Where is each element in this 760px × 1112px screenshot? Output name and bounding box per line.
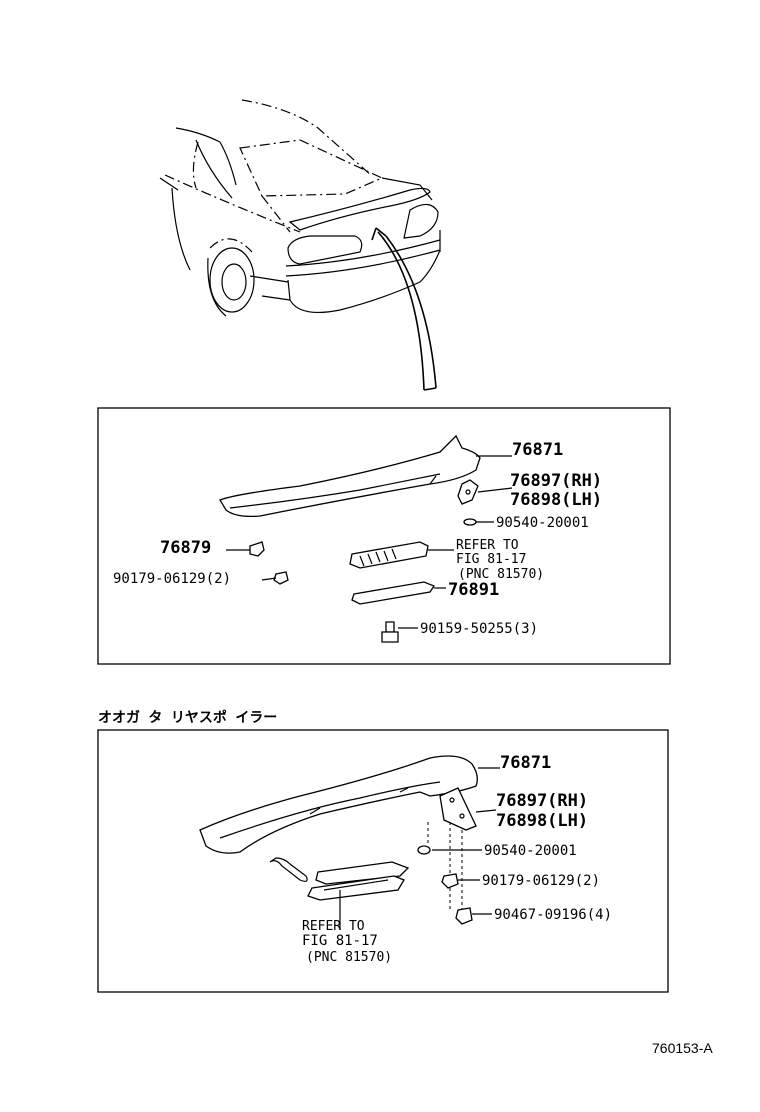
label-b-washer: 90540-20001 [484,843,577,859]
section-a-drawings [219,434,481,643]
refer-line-2: FIG 81-17 [456,552,526,567]
refer-b-line-1: REFER TO [302,919,365,934]
label-spoiler: 76871 [512,440,563,460]
section-b-drawings [199,755,478,925]
label-b-clip: 90467-09196(4) [494,907,612,923]
label-bolt: 90159-50255(3) [420,621,538,637]
washer [463,518,477,526]
label-b-spoiler: 76871 [500,753,551,773]
cushion [249,541,265,557]
label-washer: 90540-20001 [496,515,589,531]
refer-line-3: (PNC 81570) [458,567,544,582]
refer-b-line-3: (PNC 81570) [306,950,392,965]
rear-spoiler-large [199,755,478,854]
label-b-bracket-rh: 76897(RH) [496,791,588,811]
high-mount-lamp-b [315,861,410,885]
label-bracket-rh: 76897(RH) [510,471,602,491]
refer-b-line-2: FIG 81-17 [302,933,378,949]
lamp-wire [269,857,308,882]
high-mount-lamp [349,541,429,569]
nut-b [441,873,459,889]
section-a-frame [97,407,671,665]
section-b-frame [97,729,669,993]
nut [273,571,289,585]
lamp-cover [351,581,435,605]
clip [455,907,473,925]
car-illustration [159,99,441,391]
spoiler-bracket [457,479,479,505]
label-b-bracket-lh: 76898(LH) [496,811,588,831]
label-b-nut: 90179-06129(2) [482,873,600,889]
label-nut: 90179-06129(2) [113,571,231,587]
spoiler-bracket-large [439,787,477,831]
washer-b [417,845,431,855]
rear-spoiler [219,434,481,518]
bolt [385,621,395,633]
section-b-leaders [339,767,500,930]
section-b-title: オオガ タ リヤスポ イラー [98,709,277,726]
section-a-leaders [226,455,513,629]
label-lamp-cover: 76891 [448,580,499,600]
label-cushion: 76879 [160,538,211,558]
figure-code: 760153-A [652,1040,713,1056]
refer-line-1: REFER TO [456,538,519,553]
label-bracket-lh: 76898(LH) [510,490,602,510]
